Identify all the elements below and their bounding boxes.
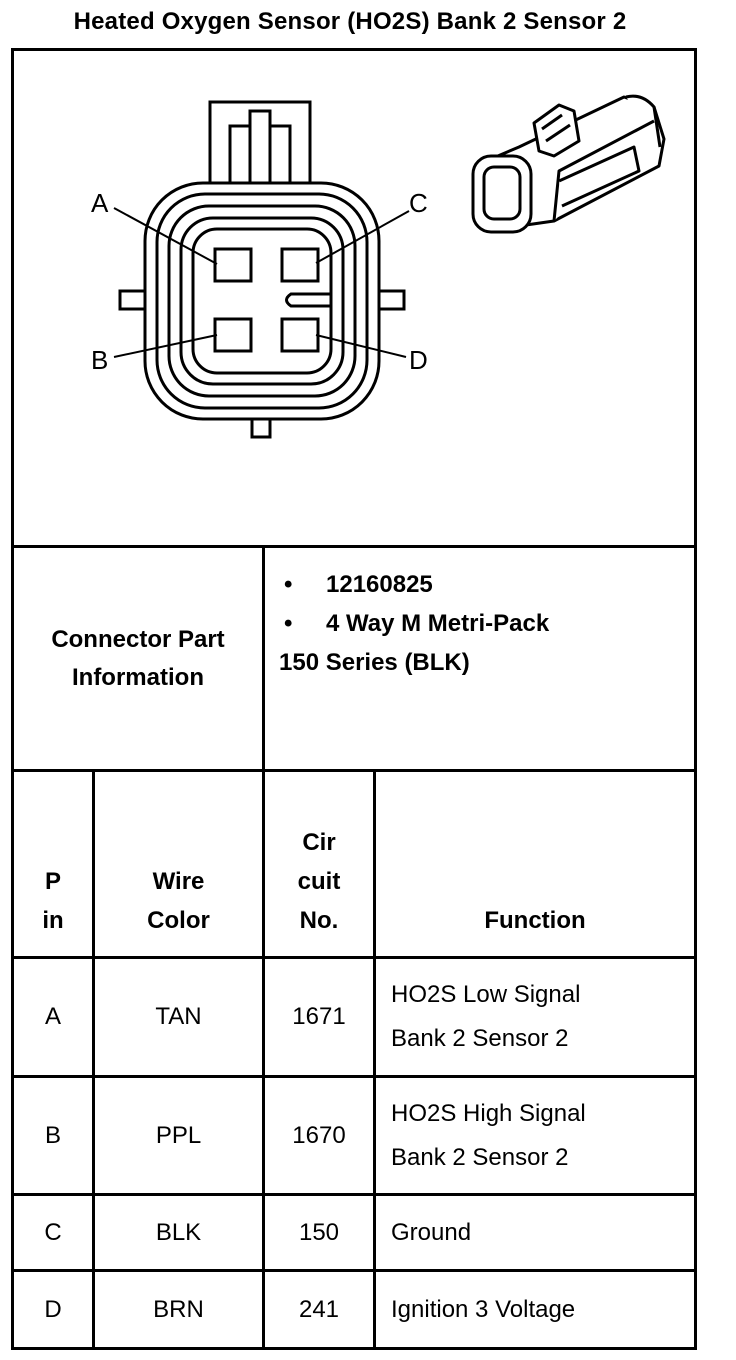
table-cell-color: TAN bbox=[155, 1003, 202, 1030]
table-cell-circuit: 1670 bbox=[292, 1121, 346, 1149]
table-cell-color: BLK bbox=[155, 1218, 202, 1246]
table-cell-pin: D bbox=[44, 1295, 62, 1323]
connector-3d-icon bbox=[471, 94, 666, 234]
table-cell-pin: A bbox=[44, 1003, 61, 1030]
connector-info-label-line1: Connector Part bbox=[51, 625, 225, 653]
divider bbox=[14, 1075, 694, 1078]
table-cell-color: PPL bbox=[155, 1121, 202, 1149]
divider bbox=[92, 769, 95, 1347]
divider bbox=[262, 769, 265, 1347]
divider bbox=[14, 1269, 694, 1272]
pin-label-a: A bbox=[91, 188, 109, 218]
header-function: Function bbox=[484, 907, 586, 934]
divider bbox=[262, 545, 265, 772]
divider bbox=[14, 1193, 694, 1196]
table-cell-pin: C bbox=[44, 1218, 62, 1246]
pin-label-b: B bbox=[91, 345, 108, 375]
divider bbox=[14, 545, 694, 548]
table-cell-pin: B bbox=[44, 1121, 61, 1149]
connector-face-icon bbox=[113, 100, 410, 439]
divider bbox=[14, 769, 694, 772]
connector-table: A C B D Connector Part Information bbox=[11, 48, 697, 1350]
pin-label-c: C bbox=[409, 188, 428, 218]
connector-diagram: A C B D bbox=[91, 94, 666, 439]
connector-info-label-line2: Information bbox=[71, 663, 204, 691]
divider bbox=[14, 956, 694, 959]
table-cell-circuit: 241 bbox=[298, 1295, 340, 1323]
bullet-icon: • bbox=[284, 610, 293, 637]
table-cell-function: Ground bbox=[391, 1218, 472, 1246]
page-title: Heated Oxygen Sensor (HO2S) Bank 2 Senso… bbox=[73, 8, 627, 35]
connector-info-label: Connector Part Information bbox=[14, 548, 262, 769]
connector-info-details: • 12160825 • 4 Way M Metri-Pack 150 Series… bbox=[279, 565, 549, 682]
connector-description: 4 Way M Metri-Pack bbox=[326, 610, 550, 637]
part-number: 12160825 bbox=[326, 571, 433, 598]
table-cell-color: BRN bbox=[153, 1295, 204, 1323]
table-cell-function: Ignition 3 Voltage bbox=[391, 1295, 576, 1323]
divider bbox=[373, 769, 376, 1347]
bullet-icon: • bbox=[284, 571, 293, 598]
pin-label-d: D bbox=[409, 345, 428, 375]
table-cell-circuit: 150 bbox=[298, 1218, 340, 1246]
table-cell-circuit: 1671 bbox=[292, 1003, 346, 1030]
connector-series: 150 Series (BLK) bbox=[279, 649, 470, 676]
